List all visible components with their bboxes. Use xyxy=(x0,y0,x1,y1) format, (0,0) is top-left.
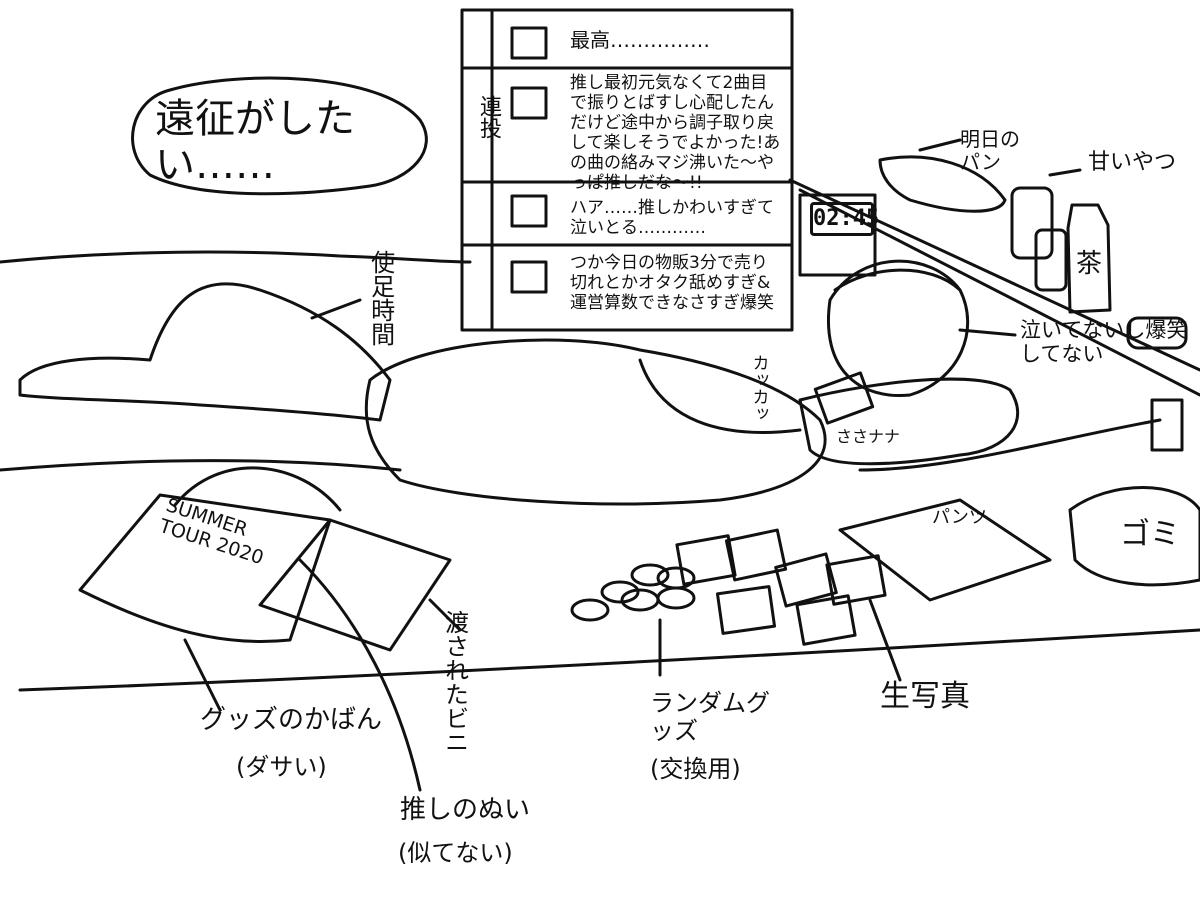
label-oshi-plush: 推しのぬい xyxy=(400,795,531,825)
pillow xyxy=(798,377,1020,466)
label-pants: パンツ xyxy=(932,507,987,528)
label-tea: 茶 xyxy=(1076,249,1103,279)
glasses-case xyxy=(1126,316,1188,350)
phone-screen xyxy=(460,8,794,332)
torso xyxy=(364,338,827,506)
floor-line-2 xyxy=(788,178,1200,372)
label-not-crying: 泣いてないし爆笑してない xyxy=(1020,318,1188,367)
floor-line-3 xyxy=(798,188,1200,397)
chat-side-label: 連投 xyxy=(476,95,501,139)
speech-bubble-text: 遠征がしたい…… xyxy=(155,96,355,188)
plastic-bag xyxy=(258,518,452,652)
small-bottle xyxy=(1034,228,1068,292)
goods-tote xyxy=(78,493,332,644)
pointer-bread xyxy=(918,138,962,152)
tea-bottle xyxy=(1066,203,1112,314)
floor-line xyxy=(0,250,472,264)
charger-cable xyxy=(858,418,1162,472)
clock-display: 02:45 xyxy=(810,202,879,236)
label-sweet: 甘いやつ xyxy=(1088,150,1177,175)
speech-bubble xyxy=(131,76,428,196)
pointer-sore xyxy=(310,298,362,320)
bread-bag xyxy=(878,155,1007,213)
pointer-sweet xyxy=(1048,168,1082,177)
outlet xyxy=(1150,398,1184,452)
mattress-edge xyxy=(0,459,402,472)
badge-pile xyxy=(570,563,696,622)
label-not-alike: (似てない) xyxy=(398,839,513,867)
magazine xyxy=(838,498,1052,602)
head xyxy=(827,259,970,398)
label-lame: (ダサい) xyxy=(236,753,327,781)
chat-log: 連投 最高…………… 推し最初元気なくて2曲目で振りとばすし心配したんだけど途中… xyxy=(466,15,788,333)
arm xyxy=(638,358,802,434)
label-photos: 生写真 xyxy=(880,679,970,714)
photo-cards xyxy=(675,528,887,646)
pointer-photo xyxy=(868,598,902,682)
label-sore-time: 使足時間 xyxy=(366,250,395,346)
pointer-plush xyxy=(298,558,422,792)
label-trash: ゴミ xyxy=(1120,517,1180,552)
trash-bag xyxy=(1068,486,1200,587)
label-random-goods: ランダムグッズ xyxy=(650,689,770,745)
phone-in-hand xyxy=(813,371,875,425)
label-for-trade: (交換用) xyxy=(650,755,741,783)
tote-handle xyxy=(173,466,342,512)
label-typing-sound: カッカッ xyxy=(748,354,769,422)
headband xyxy=(833,268,962,292)
avatar-icons xyxy=(510,26,548,294)
pointer-cry xyxy=(958,328,1017,337)
legs xyxy=(18,282,392,422)
pointer-bag xyxy=(428,598,462,632)
pointer-goods xyxy=(183,638,222,712)
drink-can xyxy=(1010,186,1054,260)
label-handed-bag: 渡されたビニ xyxy=(440,610,469,754)
label-goods-bag: グッズのかばん xyxy=(200,705,383,735)
label-sweat-sound: ささナナ xyxy=(836,427,901,446)
label-bread: 明日のパン xyxy=(960,127,1020,174)
floor-front xyxy=(18,628,1200,692)
clock-radio xyxy=(798,193,877,277)
